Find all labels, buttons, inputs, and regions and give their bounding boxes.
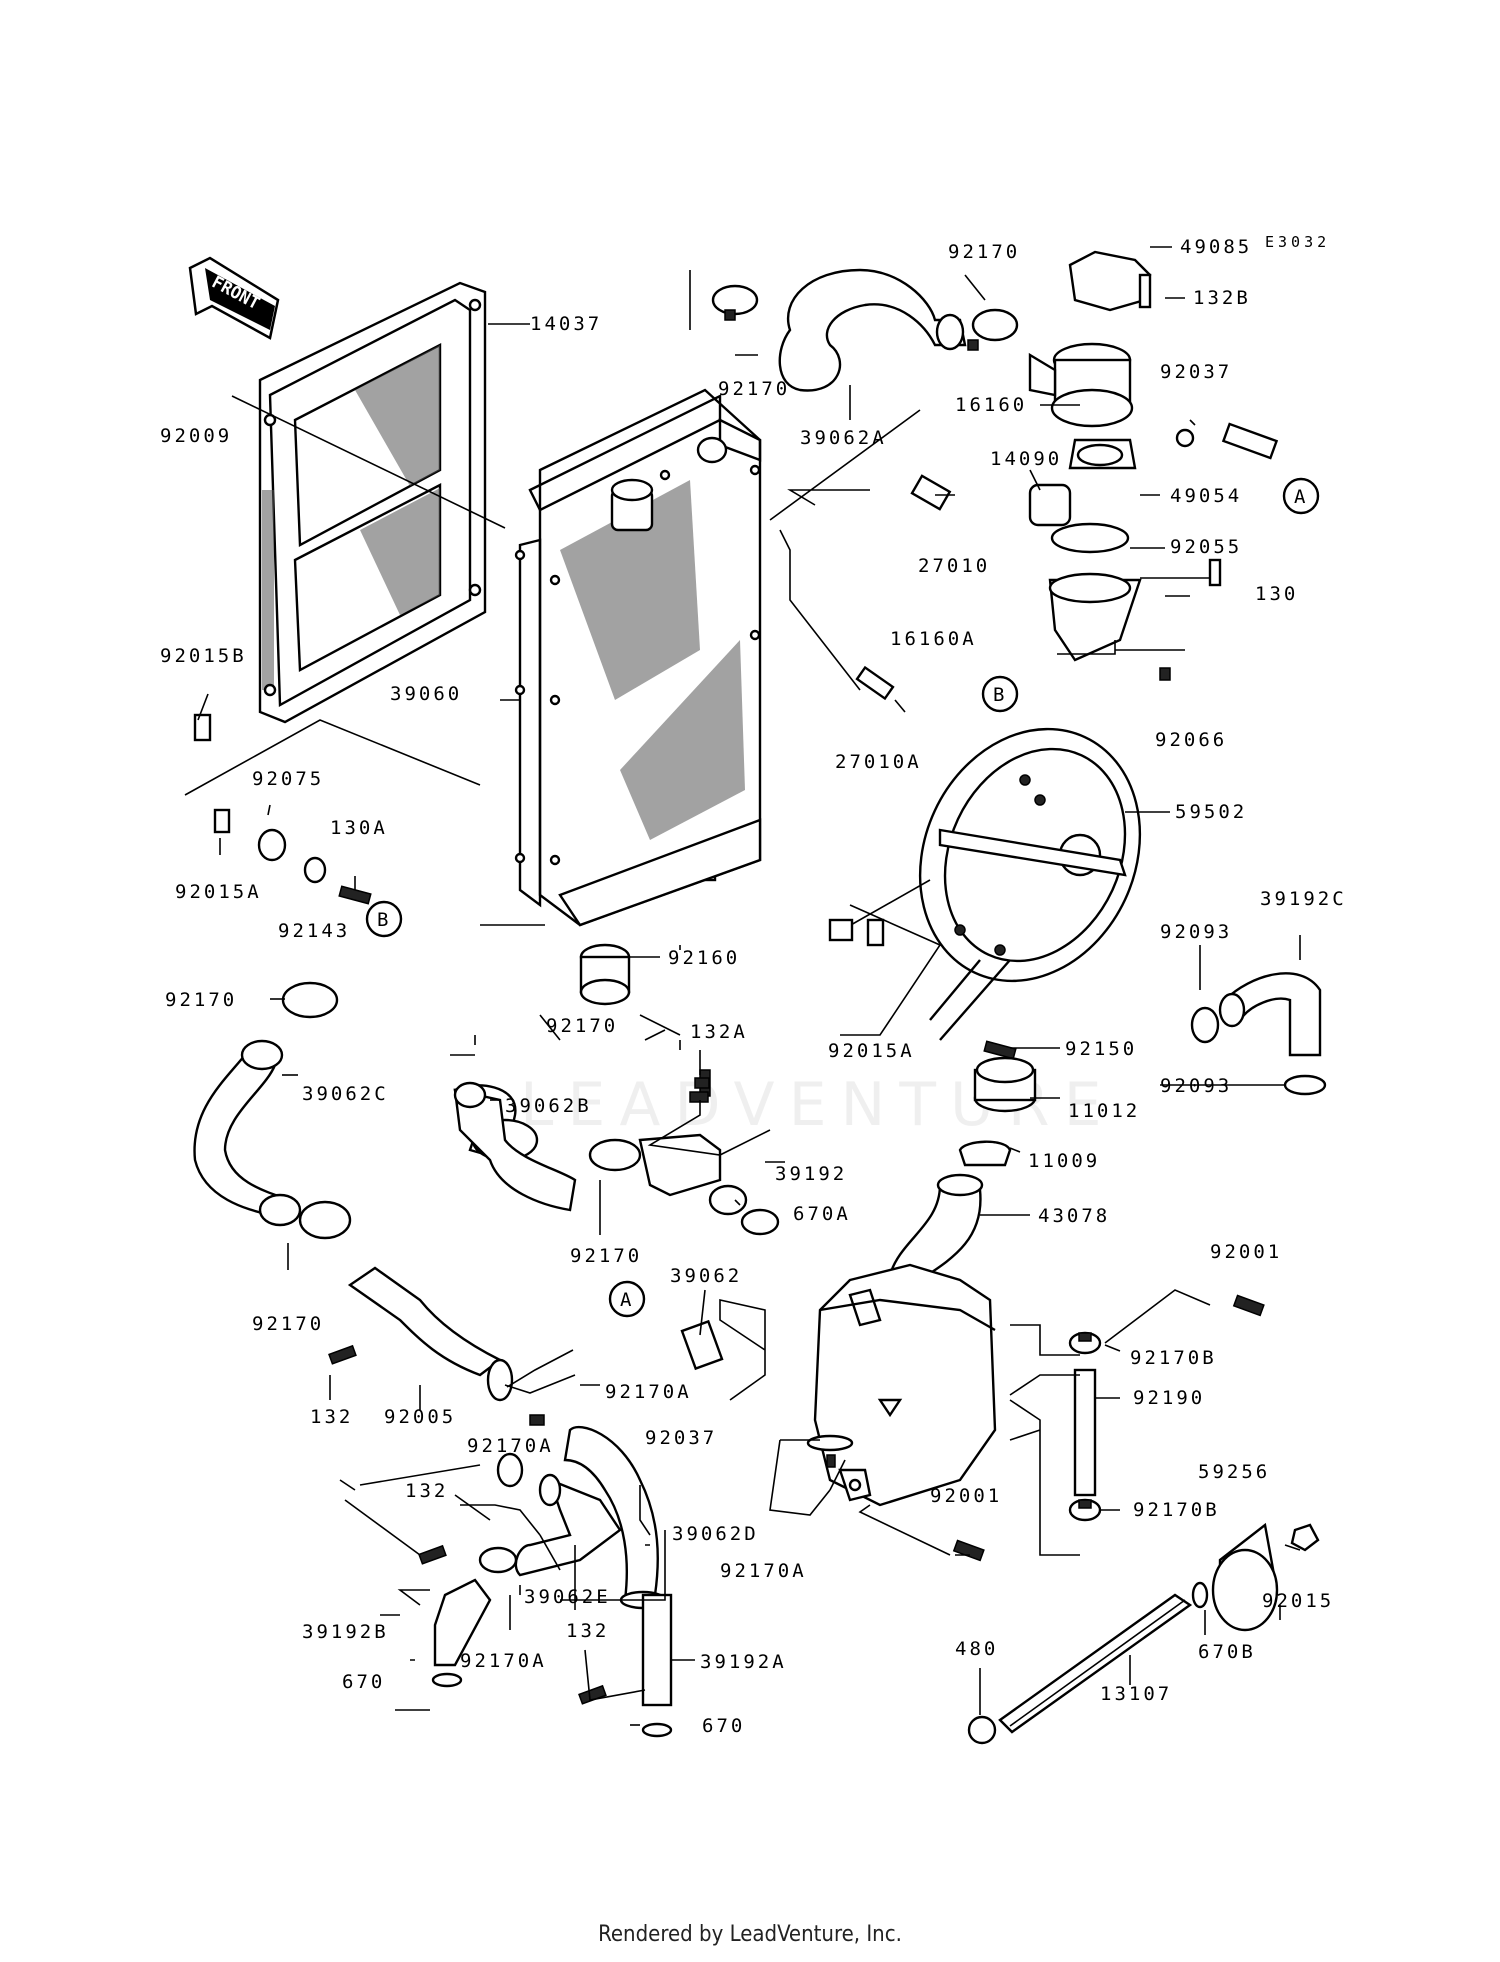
ref-circle-b-left (365, 900, 403, 938)
part-label-59502: 59502 (1175, 801, 1247, 823)
part-label-59256: 59256 (1198, 1461, 1270, 1483)
breather-tubes (680, 1294, 1265, 1562)
part-label-16160: 16160 (955, 394, 1027, 416)
part-label-670-left: 670 (342, 1671, 385, 1693)
part-label-92005: 92005 (384, 1406, 456, 1428)
part-label-43078: 43078 (1038, 1205, 1110, 1227)
part-label-14037: 14037 (530, 313, 602, 335)
ref-letter-a-bottom: A (620, 1289, 634, 1311)
part-label-39192A: 39192A (700, 1651, 787, 1673)
part-label-92143: 92143 (278, 920, 350, 942)
part-label-13107: 13107 (1100, 1683, 1172, 1705)
part-label-130: 130 (1255, 583, 1298, 605)
part-label-11009: 11009 (1028, 1150, 1100, 1172)
ref-letter-b-left: B (377, 909, 391, 931)
temperature-sensors (855, 474, 952, 713)
part-label-39060: 39060 (390, 683, 462, 705)
part-label-92170-mid: 92170 (546, 1015, 618, 1037)
radiator (514, 388, 762, 927)
part-label-670B: 670B (1198, 1641, 1256, 1663)
ref-letter-a-top: A (1294, 486, 1308, 508)
ref-circle-b-top (981, 675, 1019, 713)
part-label-39062: 39062 (670, 1265, 742, 1287)
ref-circle-a-bottom (608, 1280, 646, 1318)
part-label-92170A-c: 92170A (720, 1560, 807, 1582)
upper-hose (711, 268, 1019, 392)
part-label-92150: 92150 (1065, 1038, 1137, 1060)
part-label-92170-lowerleft: 92170 (252, 1313, 324, 1335)
part-label-92001-upper: 92001 (1210, 1241, 1282, 1263)
part-label-39192B: 39192B (302, 1621, 389, 1643)
part-label-39062E: 39062E (524, 1586, 611, 1608)
part-label-92093-upper: 92093 (1160, 921, 1232, 943)
part-label-92170-left: 92170 (165, 989, 237, 1011)
part-label-670A: 670A (793, 1203, 851, 1225)
radiator-screen (258, 281, 487, 724)
part-label-92170A-d: 92170A (460, 1650, 547, 1672)
part-label-92015A-left: 92015A (175, 881, 262, 903)
part-label-39062D: 39062D (672, 1523, 759, 1545)
middle-hose-fitting (453, 1077, 780, 1236)
part-label-92075: 92075 (252, 768, 324, 790)
pump-shaft (967, 1522, 1320, 1745)
part-label-11012: 11012 (1068, 1100, 1140, 1122)
part-label-92015: 92015 (1262, 1590, 1334, 1612)
part-label-92001-lower: 92001 (930, 1485, 1002, 1507)
part-label-39192: 39192 (775, 1163, 847, 1185)
part-label-49054: 49054 (1170, 485, 1242, 507)
leader-lines (184, 246, 1301, 1726)
part-label-130A: 130A (330, 817, 388, 839)
part-label-49085: 49085 (1180, 236, 1252, 258)
reservoir-caps (958, 1056, 1037, 1167)
part-label-39192C: 39192C (1260, 888, 1347, 910)
part-label-92170B-lower: 92170B (1133, 1499, 1220, 1521)
part-label-27010A: 27010A (835, 751, 922, 773)
part-label-132A: 132A (690, 1021, 748, 1043)
part-label-92170A-a: 92170A (605, 1381, 692, 1403)
part-label-39062C: 39062C (302, 1083, 389, 1105)
part-label-92037-bottom: 92037 (645, 1427, 717, 1449)
cooling-fan (828, 727, 1142, 1041)
filler-neck (1028, 250, 1279, 681)
ref-letter-b-top: B (993, 684, 1007, 706)
part-label-92190: 92190 (1133, 1387, 1205, 1409)
reservoir-tank (813, 1173, 997, 1507)
part-label-480: 480 (955, 1638, 998, 1660)
part-label-132-bottom: 132 (566, 1620, 609, 1642)
part-label-92066: 92066 (1155, 729, 1227, 751)
part-label-132B: 132B (1193, 287, 1251, 309)
part-label-92055: 92055 (1170, 536, 1242, 558)
part-label-92170-center: 92170 (570, 1245, 642, 1267)
part-label-92015B: 92015B (160, 645, 247, 667)
diagram-code: E3032 (1265, 233, 1330, 251)
part-label-16160A: 16160A (890, 628, 977, 650)
small-hardware (193, 713, 1017, 1097)
part-label-132-mid: 132 (405, 1480, 448, 1502)
footer-credit: Rendered by LeadVenture, Inc. (598, 1922, 902, 1947)
front-arrow-icon: FRONT (188, 256, 280, 340)
part-label-92160: 92160 (668, 947, 740, 969)
ref-circles: A B B A (365, 477, 1320, 1318)
part-label-132-left: 132 (310, 1406, 353, 1428)
part-label-92170A-b: 92170A (467, 1435, 554, 1457)
part-label-670-bottom: 670 (702, 1715, 745, 1737)
part-label-92170-topright: 92170 (948, 241, 1020, 263)
ref-circle-a-top (1282, 477, 1320, 515)
part-labels: 14037 92009 92015B 39060 92075 130A 9201… (160, 236, 1347, 1737)
part-label-92037-top: 92037 (1160, 361, 1232, 383)
part-label-39062A: 39062A (800, 427, 887, 449)
part-label-92170-topleft: 92170 (718, 378, 790, 400)
part-label-27010: 27010 (918, 555, 990, 577)
part-label-39062B: 39062B (505, 1095, 592, 1117)
part-label-92009: 92009 (160, 425, 232, 447)
part-label-92093-lower: 92093 (1160, 1075, 1232, 1097)
part-label-92170B-upper: 92170B (1130, 1347, 1217, 1369)
part-label-14090: 14090 (990, 448, 1062, 470)
part-label-92015A-right: 92015A (828, 1040, 915, 1062)
elbow-fitting-c (1190, 972, 1327, 1096)
